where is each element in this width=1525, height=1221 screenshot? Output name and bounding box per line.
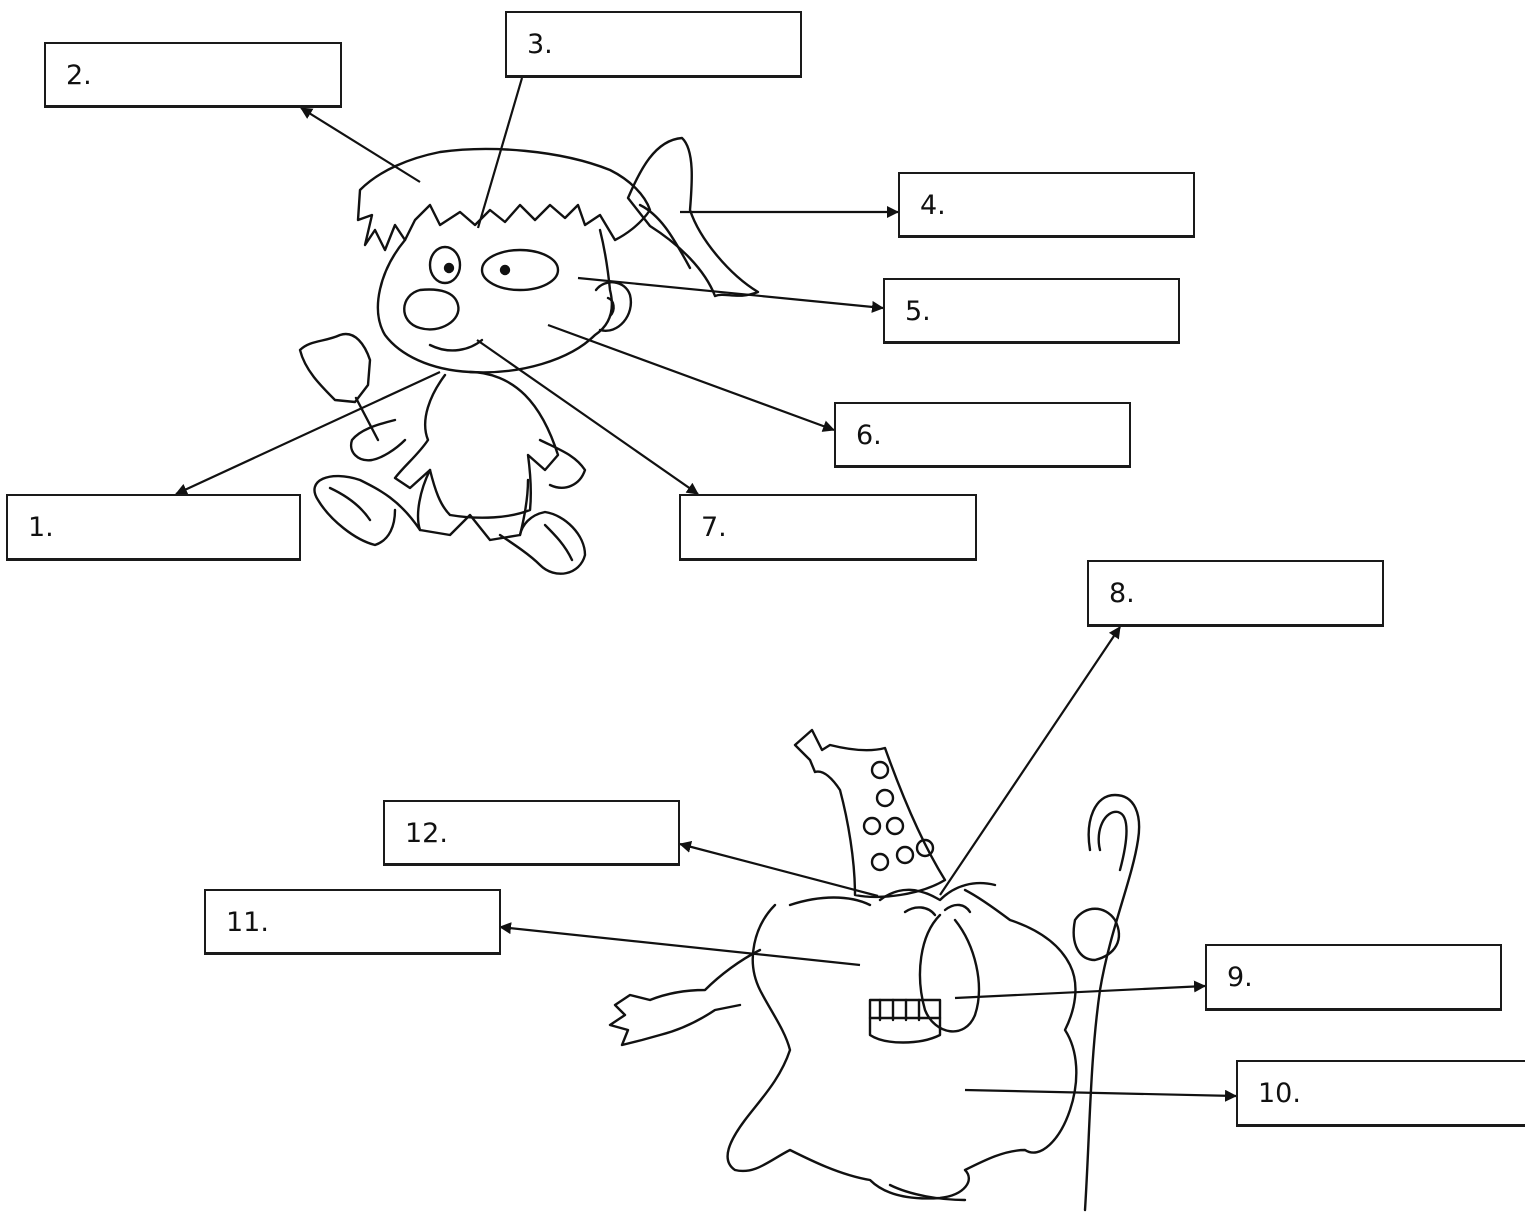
arrow-3 [476,77,524,229]
arrow-7 [476,339,699,495]
label-box-2[interactable]: 2. [44,42,342,108]
arrow-2 [300,107,421,183]
arrow-10 [964,1088,1237,1102]
girl-left-leg [313,474,422,547]
label-number-8: 8. [1109,578,1135,609]
label-box-7[interactable]: 7. [679,494,977,561]
wizard-hat [793,728,947,899]
girl-hair [356,147,652,252]
girl-right-leg [498,510,587,575]
label-box-5[interactable]: 5. [883,278,1180,344]
leader-lines [175,77,1237,1102]
label-box-10[interactable]: 10. [1236,1060,1525,1127]
label-number-12: 12. [405,818,448,849]
arrow-12 [679,840,879,898]
label-number-7: 7. [701,512,727,543]
label-box-3[interactable]: 3. [505,11,802,78]
arrow-11 [499,922,861,967]
wizard-staff [1083,793,1141,1212]
girl-mouth [428,338,484,352]
wizard-beard [726,888,1078,1200]
label-number-4: 4. [920,190,946,221]
girl-arm [349,418,407,462]
label-box-8[interactable]: 8. [1087,560,1384,627]
label-number-11: 11. [226,907,269,938]
girl-figure [298,136,760,575]
label-number-3: 3. [527,29,553,60]
label-number-10: 10. [1258,1078,1301,1109]
arrow-5 [577,276,884,313]
arrow-9 [954,980,1206,1000]
label-number-2: 2. [66,60,92,91]
arrow-8 [939,626,1121,896]
girl-eye-left [428,245,462,285]
label-box-6[interactable]: 6. [834,402,1131,468]
label-box-12[interactable]: 12. [383,800,680,866]
arrow-6 [547,323,835,432]
label-number-5: 5. [905,296,931,327]
girl-nose [403,288,460,331]
wizard-left-arm [608,948,762,1047]
label-number-9: 9. [1227,962,1253,993]
ice-cream [298,332,372,404]
girl-face [376,228,614,374]
girl-shirt [393,370,560,519]
girl-shorts [416,468,530,542]
girl-eye-right [480,248,560,292]
girl-ear [594,281,633,332]
label-box-4[interactable]: 4. [898,172,1195,238]
arrow-1 [175,371,441,495]
label-box-9[interactable]: 9. [1205,944,1502,1011]
wizard-mouth [868,998,942,1044]
label-number-1: 1. [28,512,54,543]
girl-ponytail [626,136,760,298]
label-number-6: 6. [856,420,882,451]
wizard-eyebrows [878,881,997,902]
wizard-nose [918,913,981,1033]
wizard-figure [608,728,1141,1212]
label-box-1[interactable]: 1. [6,494,301,561]
label-box-11[interactable]: 11. [204,889,501,955]
